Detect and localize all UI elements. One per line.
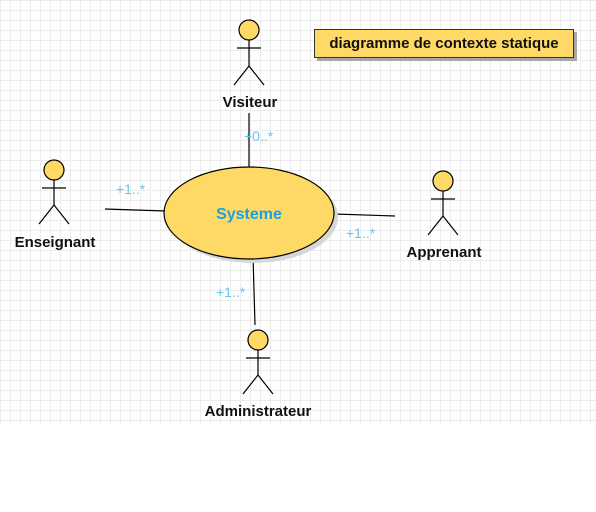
- actor-visiteur[interactable]: [233, 19, 265, 86]
- actor-label-apprenant: Apprenant: [407, 244, 482, 261]
- actor-label-visiteur: Visiteur: [223, 94, 278, 111]
- association-enseignant: [104, 208, 167, 212]
- multiplicity-visiteur: +0..*: [244, 128, 274, 144]
- actor-enseignant[interactable]: [38, 159, 70, 225]
- actor-head: [238, 19, 260, 41]
- actor-head: [247, 329, 269, 351]
- diagram-title: diagramme de contexte statique: [329, 35, 559, 52]
- multiplicity-administrateur: +1..*: [216, 284, 246, 300]
- association-administrateur: [252, 255, 256, 326]
- system-label: Systeme: [216, 206, 282, 223]
- actor-apprenant[interactable]: [427, 170, 459, 236]
- actor-label-enseignant: Enseignant: [15, 234, 96, 251]
- system-ellipse[interactable]: [163, 166, 335, 260]
- actor-head: [432, 170, 454, 192]
- actor-label-administrateur: Administrateur: [205, 403, 312, 420]
- actor-head: [43, 159, 65, 181]
- diagram-title-note[interactable]: diagramme de contexte statique: [314, 29, 574, 58]
- association-apprenant: [333, 213, 396, 217]
- multiplicity-enseignant: +1..*: [116, 181, 146, 197]
- actor-administrateur[interactable]: [242, 329, 274, 395]
- multiplicity-apprenant: +1..*: [346, 225, 376, 241]
